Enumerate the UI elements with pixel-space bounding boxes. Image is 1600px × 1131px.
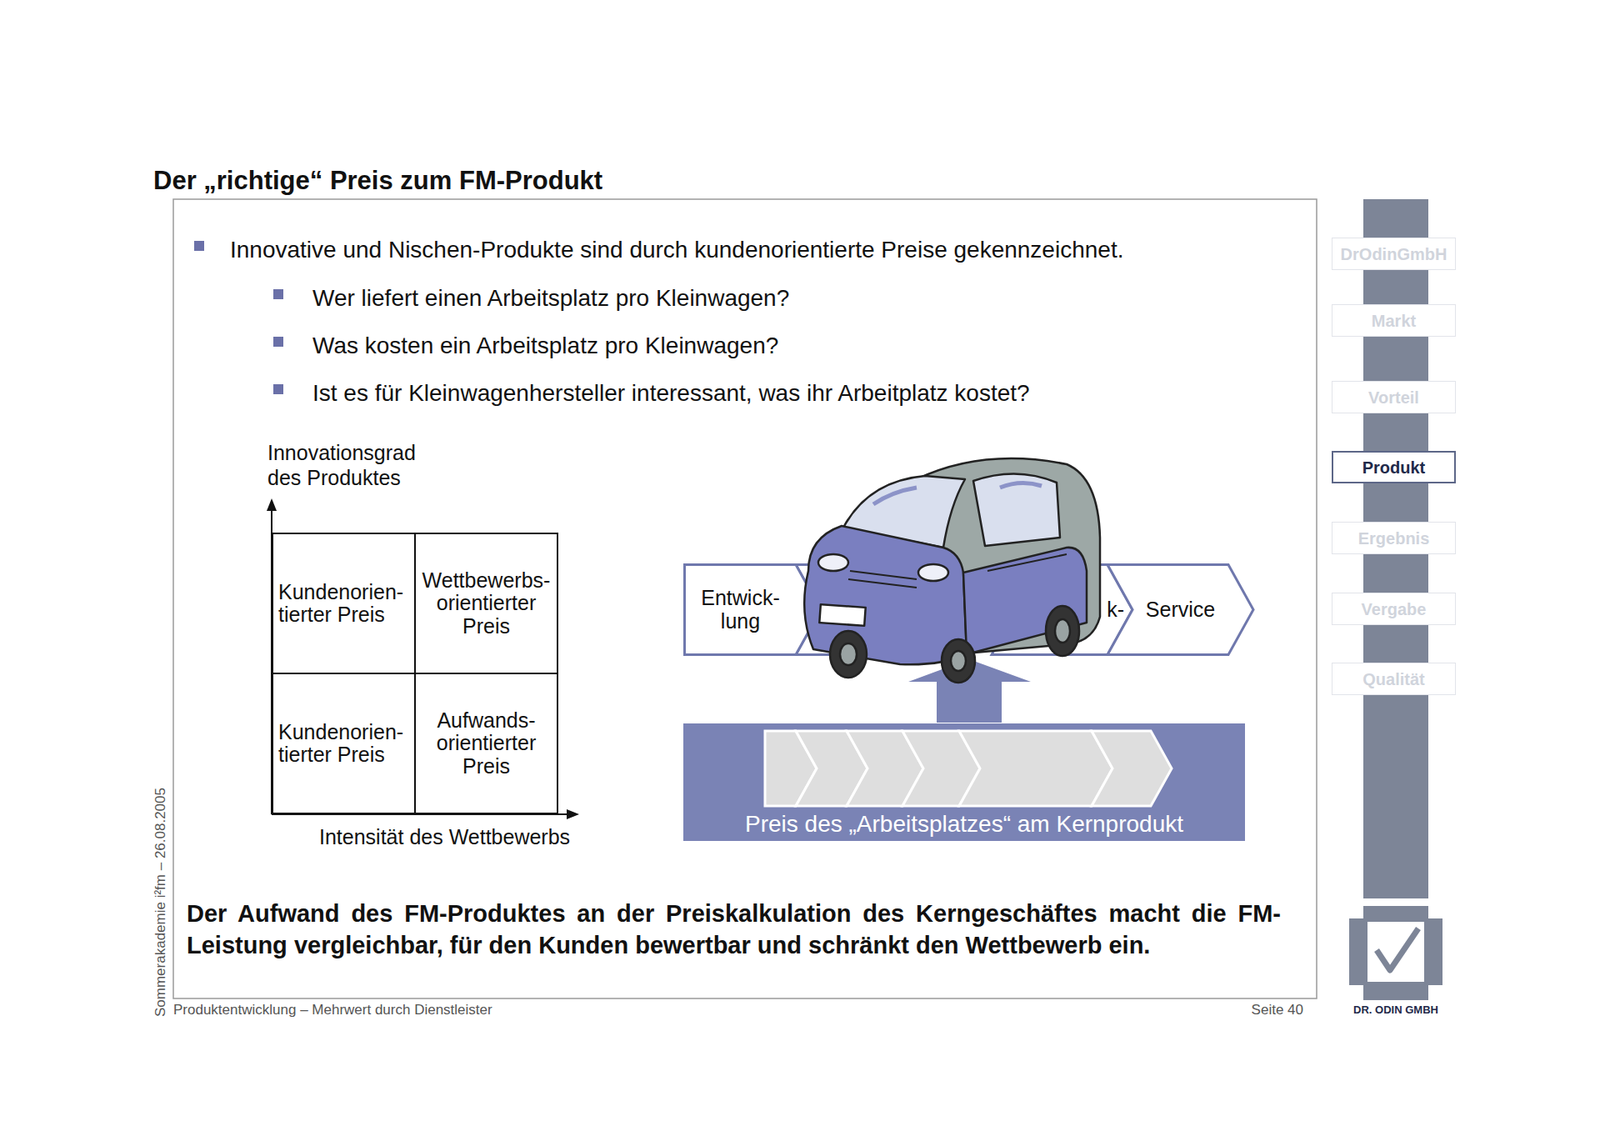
- matrix-cell: Wettbewerbs- orientierter Preis: [414, 532, 559, 675]
- bullet-text: Ist es für Kleinwagenhersteller interess…: [312, 379, 1030, 408]
- process-chevron: Service: [1107, 563, 1254, 656]
- axis-arrowhead: [266, 498, 277, 511]
- nav-label: Markt: [1371, 311, 1416, 330]
- nav-tab: Vergabe: [1331, 592, 1456, 625]
- node-text: Aufwands- orientierter Preis: [418, 709, 555, 779]
- footer-text: Produktentwicklung – Mehrwert durch Dien…: [173, 1001, 493, 1019]
- band-chevron: [1091, 730, 1172, 806]
- nav-label: Qualität: [1362, 670, 1425, 689]
- chevron-shape: [991, 565, 1133, 655]
- chevron-shape: [1107, 565, 1254, 655]
- node-text: k-: [1106, 598, 1125, 622]
- bullet-text: Wer liefert einen Arbeitsplatz pro Klein…: [312, 284, 790, 313]
- nav-label: Ergebnis: [1358, 529, 1430, 548]
- nav-label: DrOdinGmbH: [1340, 245, 1448, 264]
- footer-date: Sommerakademie i²fm – 26.08.2005: [152, 787, 170, 1017]
- up-arrow: [908, 659, 1031, 723]
- bullet-text: Was kosten ein Arbeitsplatz pro Kleinwag…: [312, 331, 779, 360]
- node-text: Kundenorien- tierter Preis: [278, 580, 412, 627]
- logo-mark: [1349, 918, 1443, 985]
- nav-tab: Produkt: [1331, 450, 1456, 484]
- nav-tab: DrOdinGmbH: [1331, 237, 1456, 270]
- process-chevron: k-: [991, 563, 1133, 656]
- logo-check: [1376, 928, 1419, 970]
- process-chevron: Entwick- lung: [683, 563, 821, 656]
- node-text: Entwick- lung: [688, 586, 793, 633]
- matrix-cell: Kundenorien- tierter Preis: [271, 672, 416, 815]
- bullet-marker: [194, 240, 205, 251]
- node-text: Wettbewerbs- orientierter Preis: [418, 569, 555, 639]
- bullet-text: Innovative und Nischen-Produkte sind dur…: [230, 235, 1124, 265]
- slide-title: Der „richtige“ Preis zum FM-Produkt: [153, 165, 603, 196]
- matrix-cell: Aufwands- orientierter Preis: [414, 672, 559, 815]
- node-text: Preis des „Arbeitsplatzes“ am Kernproduk…: [745, 811, 1184, 838]
- chevron-shape: [685, 565, 822, 655]
- nav-tab: Ergebnis: [1331, 521, 1456, 555]
- nav-label: Vergabe: [1361, 600, 1427, 619]
- matrix-cell: Kundenorien- tierter Preis: [271, 532, 416, 675]
- content-frame: [173, 199, 1317, 999]
- axis-label: Innovationsgrad des Produktes: [267, 440, 447, 490]
- logo-text: DR. ODIN GMBH: [1340, 1003, 1451, 1017]
- axis-label: Intensität des Wettbewerbs: [319, 824, 570, 850]
- bullet-marker: [273, 336, 284, 347]
- bullet-marker: [273, 289, 284, 300]
- axis-arrowhead: [566, 809, 580, 820]
- logo-mark: [1363, 905, 1429, 1000]
- nav-tab: Markt: [1331, 304, 1456, 337]
- nav-tab: Vorteil: [1331, 380, 1456, 414]
- process-chevron: [895, 565, 992, 655]
- logo-mark: [1367, 921, 1425, 982]
- node-text: Kundenorien- tierter Preis: [278, 720, 412, 767]
- price-band: Preis des „Arbeitsplatzes“ am Kernproduk…: [683, 723, 1245, 841]
- nav-label: Produkt: [1362, 458, 1426, 477]
- page-number: Seite 40: [1251, 1001, 1304, 1019]
- nav-tab: Qualität: [1331, 662, 1456, 695]
- conclusion-text: Der Aufwand des FM-Produktes an der Prei…: [186, 897, 1281, 961]
- bullet-marker: [273, 384, 284, 395]
- band-chevron: [959, 730, 1113, 806]
- nav-label: Vorteil: [1368, 388, 1420, 407]
- node-text: Service: [1145, 598, 1215, 622]
